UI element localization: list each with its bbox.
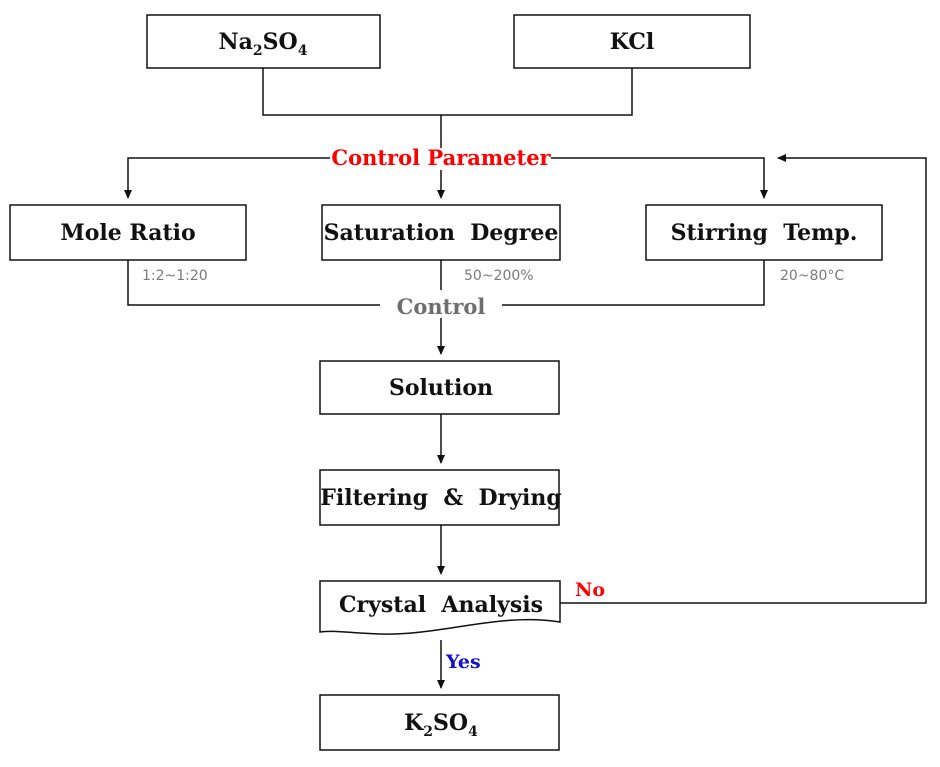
connector-param-to-stirring [551,157,768,199]
no-branch-label: No [575,579,605,601]
na2so4-label: Na2SO4 [219,29,308,59]
filtering-drying-node: Filtering & Drying [319,469,562,526]
filtering-drying-label: Filtering & Drying [320,485,562,511]
control-label: Control [397,294,486,319]
connector-na2so4-merge [262,68,633,116]
saturation-degree-label: Saturation Degree [324,220,559,246]
connector-mole-ratio-to-control [127,260,380,306]
control-parameter-label: Control Parameter [331,145,551,170]
kcl-label: KCl [610,29,654,55]
saturation-degree-node: Saturation Degree [321,204,561,261]
saturation-degree-range: 50~200% [464,268,534,284]
kcl-node: KCl [513,14,751,69]
crystal-analysis-node: Crystal Analysis [319,580,561,635]
stirring-temp-range: 20~80°C [780,268,844,284]
solution-node: Solution [319,360,560,415]
solution-label: Solution [389,375,493,401]
k2so4-node: K2SO4 [319,694,560,751]
mole-ratio-range: 1:2~1:20 [142,268,208,284]
connector-param-to-mole-ratio [124,157,330,199]
crystal-analysis-label: Crystal Analysis [339,592,543,618]
k2so4-label: K2SO4 [404,710,478,740]
mole-ratio-label: Mole Ratio [60,220,195,246]
connector-crystal-no-feedback [560,154,927,604]
stirring-temp-node: Stirring Temp. [645,204,883,261]
mole-ratio-node: Mole Ratio [9,204,247,261]
na2so4-node: Na2SO4 [146,14,381,69]
stirring-temp-label: Stirring Temp. [671,220,858,246]
yes-branch-label: Yes [445,651,481,673]
connector-stirring-to-control [502,260,765,306]
